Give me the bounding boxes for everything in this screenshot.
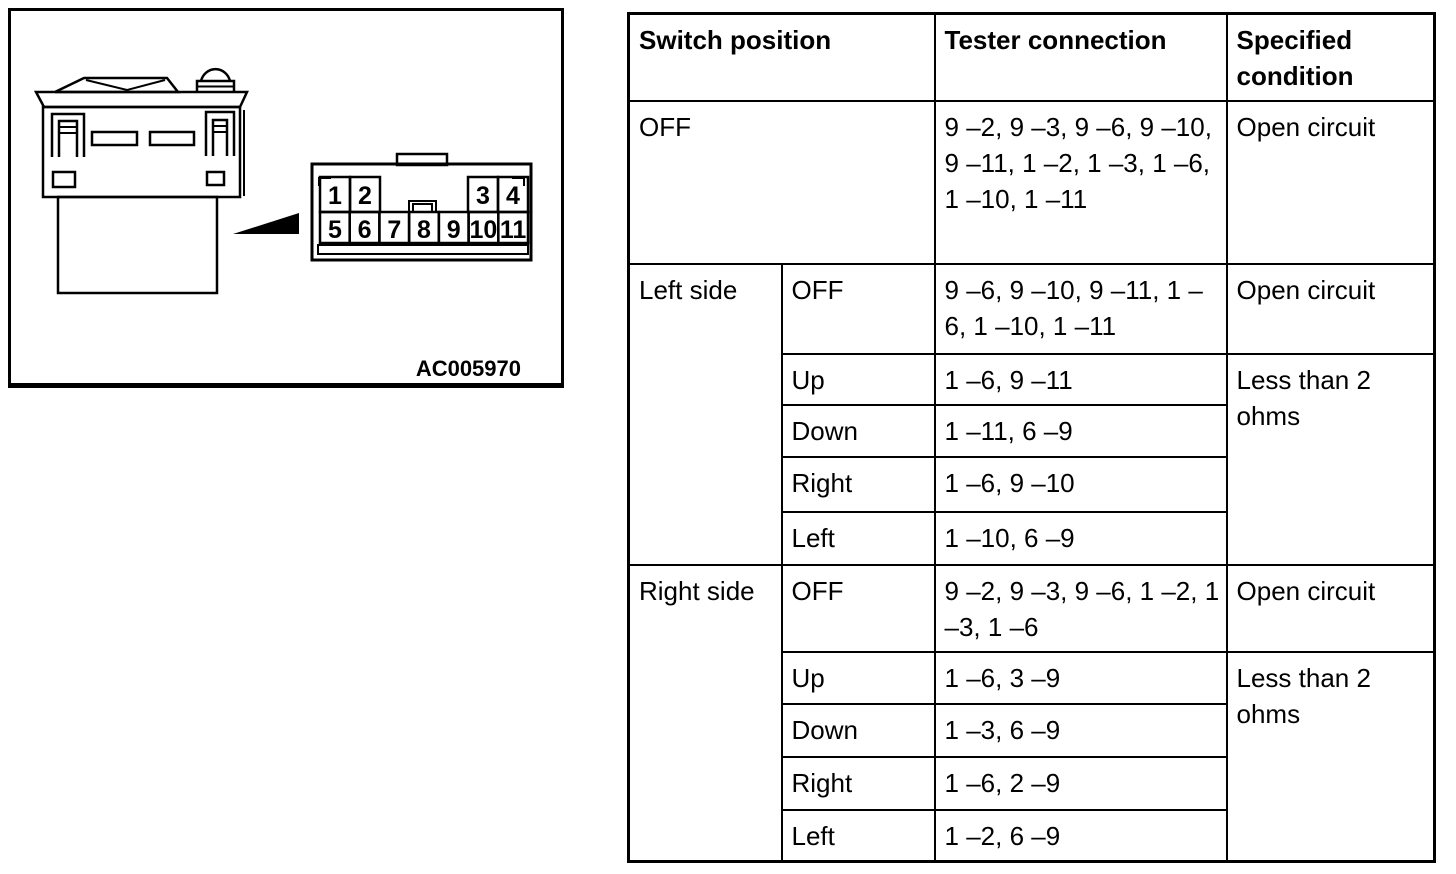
cell-tester-connection: 1 –3, 6 –9 (933, 702, 1228, 758)
pin-number: 4 (506, 182, 520, 210)
cell-group-right-side: Right side (627, 563, 783, 863)
slot-right (148, 130, 196, 147)
pin-row-top: 1 2 3 4 (318, 175, 530, 214)
cell-tester-connection: 1 –11, 6 –9 (933, 403, 1228, 458)
cell-specified-condition: Open circuit (1225, 563, 1436, 653)
cell-group-left-side: Left side (627, 262, 783, 566)
cell-tester-connection: 9 –2, 9 –3, 9 –6, 1 –2, 1 –3, 1 –6 (933, 563, 1228, 653)
table-row: Left 1 –2, 6 –9 (629, 808, 1435, 863)
table-row: Right 1 –6, 2 –9 (629, 755, 1435, 811)
column-header-switch-position: Switch position (627, 12, 936, 102)
cell-switch-position: Up (780, 650, 936, 705)
cell-switch-position: OFF (780, 262, 936, 355)
pin-row-bottom: 5 6 7 8 9 10 11 (318, 210, 530, 245)
table-row: Up 1 –6, 9 –11 Less than 2 ohms (629, 352, 1436, 566)
cell-switch-position: Left (780, 808, 936, 863)
cell-switch-position: Right (780, 455, 936, 513)
continuity-spec-table: Switch position Tester connection Specif… (627, 12, 1437, 863)
pin-number: 10 (469, 216, 497, 244)
table-row: Right 1 –6, 9 –10 (629, 455, 1435, 513)
pin-number: 7 (387, 216, 401, 244)
connector-top-tab (395, 152, 449, 167)
figure-caption: AC005970 (416, 356, 521, 381)
pin-number: 3 (476, 182, 490, 210)
tab-square-right (205, 170, 226, 187)
cell-tester-connection: 1 –6, 9 –10 (933, 455, 1228, 513)
cell-tester-connection: 9 –2, 9 –3, 9 –6, 9 –10, 9 –11, 1 –2, 1 … (933, 99, 1228, 265)
rocker-button (54, 76, 181, 94)
cell-specified-condition: Less than 2 ohms (1225, 650, 1436, 863)
cell-tester-connection: 1 –6, 2 –9 (933, 755, 1228, 811)
pin-number: 1 (328, 182, 342, 210)
cell-switch-position: Down (780, 702, 936, 758)
bezel (33, 90, 249, 109)
tab-square-left (51, 170, 77, 189)
pointer-arrow-icon (233, 213, 299, 234)
column-header-tester-connection: Tester connection (933, 12, 1228, 102)
knob (195, 67, 236, 92)
table-row: Left side OFF 9 –6, 9 –10, 9 –11, 1 –6, … (627, 262, 1436, 566)
cell-tester-connection: 1 –2, 6 –9 (933, 808, 1228, 863)
table-row: Left 1 –10, 6 –9 (629, 510, 1435, 566)
cell-switch-position: Up (780, 352, 936, 406)
pin-number: 2 (358, 182, 372, 210)
cell-specified-condition: Less than 2 ohms (1225, 352, 1436, 566)
table-row: Down 1 –3, 6 –9 (629, 702, 1435, 758)
table-row: OFF 9 –2, 9 –3, 9 –6, 9 –10, 9 –11, 1 –2… (627, 99, 1436, 265)
cell-switch-position: Right (780, 755, 936, 811)
column-header-specified-condition: Specified condition (1225, 12, 1436, 102)
cell-switch-position: Left (780, 510, 936, 566)
cell-tester-connection: 9 –6, 9 –10, 9 –11, 1 –6, 1 –10, 1 –11 (933, 262, 1228, 355)
pin-number: 6 (358, 216, 372, 244)
table-row: Right side OFF 9 –2, 9 –3, 9 –6, 1 –2, 1… (627, 563, 1436, 863)
cell-switch-position: OFF (627, 99, 936, 265)
pin-cell (497, 210, 530, 245)
table-row: Up 1 –6, 3 –9 Less than 2 ohms (629, 650, 1436, 863)
figure-frame (8, 8, 564, 388)
cell-switch-position: Down (780, 403, 936, 458)
cell-tester-connection: 1 –10, 6 –9 (933, 510, 1228, 566)
cell-specified-condition: Open circuit (1225, 262, 1436, 355)
pin-number: 8 (417, 216, 431, 244)
mount-clip-right (204, 110, 236, 156)
cell-specified-condition: Open circuit (1225, 99, 1436, 265)
cell-tester-connection: 1 –6, 3 –9 (933, 650, 1228, 705)
cell-tester-connection: 1 –6, 9 –11 (933, 352, 1228, 406)
keying-notch (408, 200, 437, 213)
pin-number: 11 (500, 216, 527, 244)
switch-illustration (33, 67, 249, 295)
connector-shroud (56, 195, 219, 295)
table-header-row: Switch position Tester connection Specif… (627, 12, 1436, 102)
connector-bottom-strip (317, 244, 529, 255)
switch-figure: 1 2 3 4 5 6 7 8 (8, 8, 564, 388)
mount-clip-left (50, 112, 86, 157)
slot-left (90, 130, 139, 147)
table-row: Down 1 –11, 6 –9 (629, 403, 1435, 458)
cell-switch-position: OFF (780, 563, 936, 653)
connector-pinout: 1 2 3 4 5 6 7 8 (310, 152, 533, 262)
pin-number: 5 (328, 216, 342, 244)
pin-number: 9 (447, 216, 461, 244)
